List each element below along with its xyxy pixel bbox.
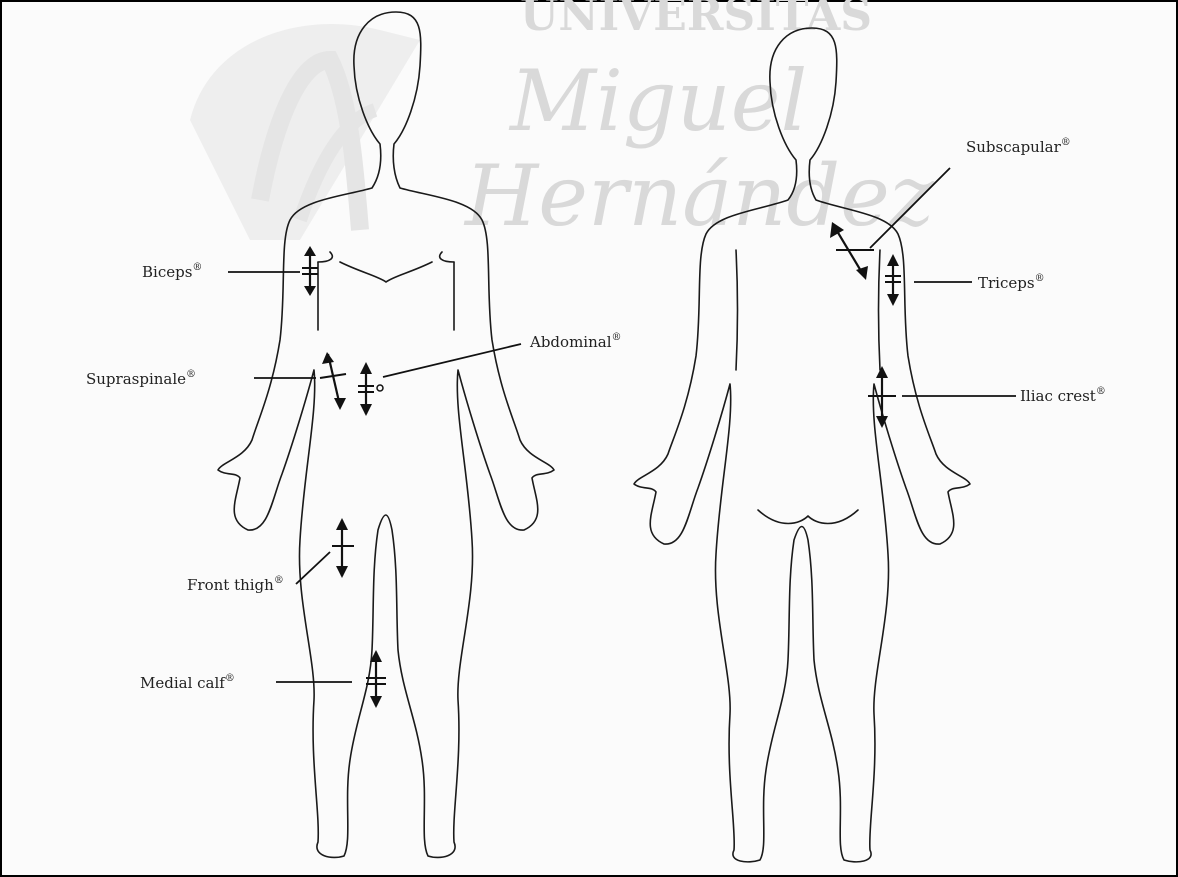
triceps-marker [885,254,972,306]
iliac-crest-marker [868,366,1016,428]
watermark-line-1: UNIVERSITAS [520,0,872,41]
label-supraspinale: Supraspinale® [86,369,196,388]
label-triceps: Triceps® [978,273,1045,292]
watermark-logo [190,24,420,240]
medial-calf-marker [276,650,386,708]
label-biceps: Biceps® [142,262,202,281]
watermark-line-3: Hernández [463,147,935,245]
label-front-thigh: Front thigh® [187,575,284,594]
biceps-marker [228,246,318,296]
abdominal-marker [358,344,521,416]
label-iliac-crest: Iliac crest® [1020,386,1106,405]
supraspinale-marker [254,352,346,410]
front-thigh-marker [296,518,354,584]
label-abdominal: Abdominal® [529,332,622,351]
watermark-line-2: Miguel [508,52,807,150]
label-subscapular: Subscapular® [966,137,1071,156]
label-medial-calf: Medial calf® [140,673,235,692]
